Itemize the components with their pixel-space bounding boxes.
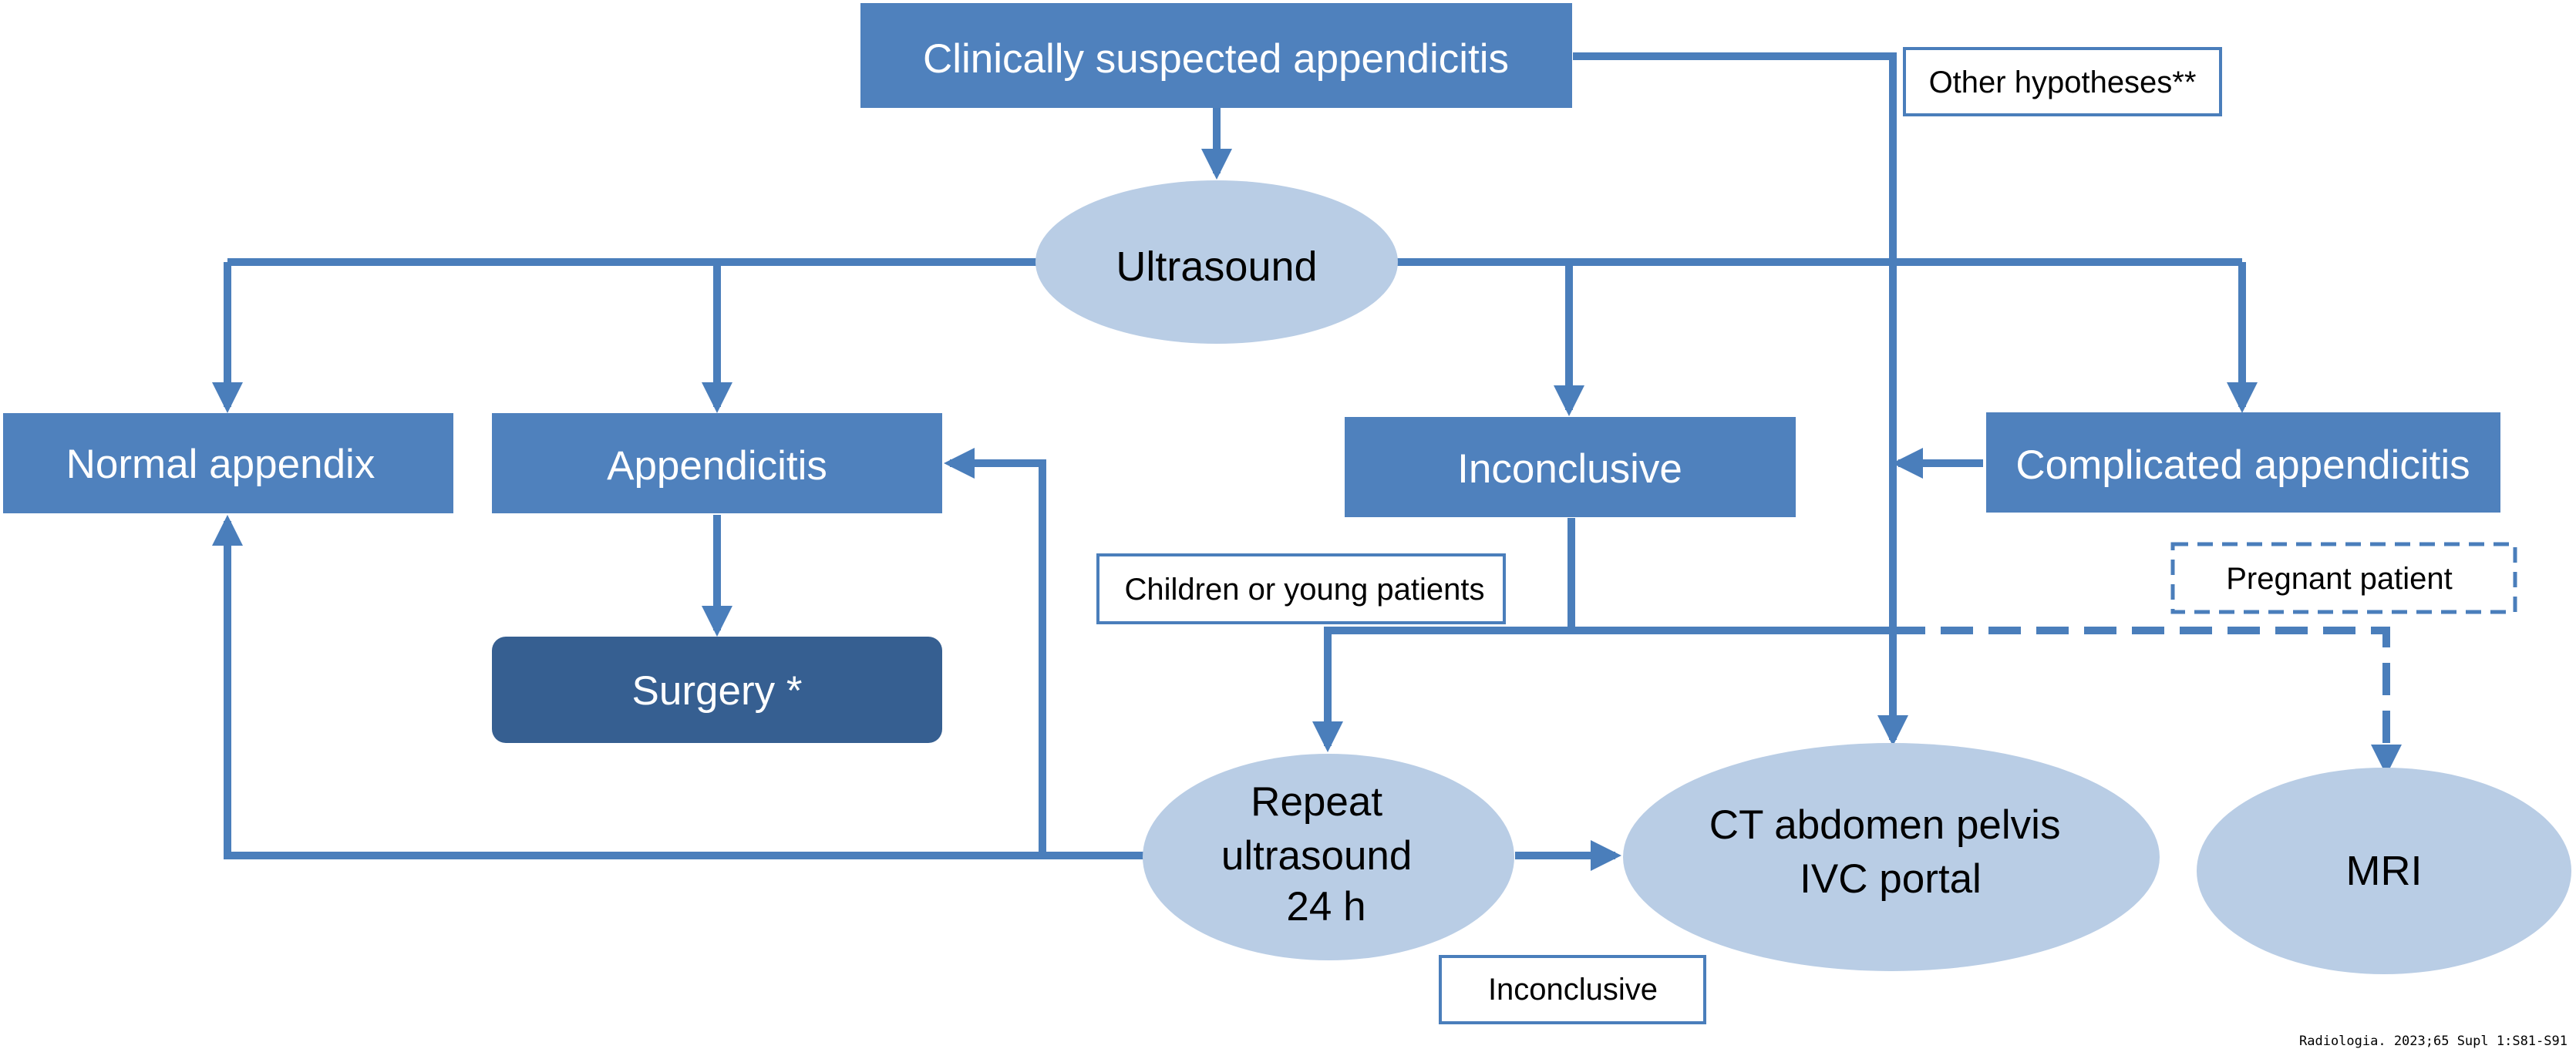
node-mri: MRI bbox=[2197, 768, 2571, 974]
connector-start-to-ct bbox=[1573, 52, 1908, 746]
connector-repeat-to-normal bbox=[212, 515, 1143, 859]
ultrasound-ellipse bbox=[1035, 180, 1398, 344]
inconclusive-box bbox=[1345, 417, 1796, 517]
repeat-ultrasound-ellipse bbox=[1143, 754, 1514, 960]
node-ultrasound: Ultrasound bbox=[1035, 180, 1398, 344]
children-box bbox=[1096, 553, 1506, 624]
inconclusive-repeat-box bbox=[1439, 955, 1706, 1024]
pregnant-text: Pregnant patient bbox=[2226, 562, 2453, 596]
inconclusive-repeat-text: Inconclusive bbox=[1488, 973, 1658, 1007]
repeat-ultrasound-line-2: ultrasound bbox=[1221, 833, 1413, 879]
other-hypotheses-box bbox=[1903, 47, 2222, 116]
node-complicated-appendicitis: Complicated appendicitis bbox=[1986, 412, 2500, 513]
connector-to-repeat-ultrasound bbox=[1312, 627, 1571, 752]
inconclusive-label: Inconclusive bbox=[1457, 446, 1682, 492]
start-label: Clinically suspected appendicitis bbox=[923, 36, 1509, 82]
connectors bbox=[212, 52, 2402, 871]
connector-pregnant-to-mri bbox=[1893, 627, 2402, 775]
repeat-ultrasound-line-1: Repeat bbox=[1251, 779, 1382, 825]
appendicitis-box bbox=[492, 413, 942, 513]
surgery-label: Surgery * bbox=[632, 668, 803, 714]
node-ct: CT abdomen pelvis IVC portal bbox=[1623, 743, 2160, 971]
label-other-hypotheses: Other hypotheses** bbox=[1903, 47, 2222, 116]
surgery-box bbox=[492, 637, 942, 743]
children-text: Children or young patients bbox=[1125, 573, 1485, 607]
connector-repeat-to-appendicitis bbox=[944, 448, 1046, 856]
node-appendicitis: Appendicitis bbox=[492, 413, 942, 513]
node-start: Clinically suspected appendicitis bbox=[860, 3, 1572, 108]
complicated-label: Complicated appendicitis bbox=[2015, 442, 2470, 488]
node-inconclusive: Inconclusive bbox=[1345, 417, 1796, 517]
ct-label: CT abdomen pelvis IVC portal bbox=[1709, 802, 2072, 902]
normal-appendix-label: Normal appendix bbox=[66, 442, 375, 487]
normal-appendix-box bbox=[3, 413, 453, 513]
node-surgery: Surgery * bbox=[492, 637, 942, 743]
ct-line-2: IVC portal bbox=[1800, 856, 1982, 902]
node-repeat-ultrasound: Repeat ultrasound 24 h bbox=[1143, 754, 1514, 960]
other-hypotheses-text: Other hypotheses** bbox=[1929, 66, 2197, 99]
mri-ellipse bbox=[2197, 768, 2571, 974]
label-inconclusive-repeat: Inconclusive bbox=[1439, 955, 1706, 1024]
start-box bbox=[860, 3, 1572, 108]
repeat-ultrasound-line-3: 24 h bbox=[1286, 884, 1365, 930]
appendicitis-label: Appendicitis bbox=[607, 443, 827, 489]
label-pregnant: Pregnant patient bbox=[2170, 542, 2517, 614]
node-normal-appendix: Normal appendix bbox=[3, 413, 453, 513]
citation: Radiologia. 2023;65 Supl 1:S81-S91 bbox=[2299, 1034, 2568, 1049]
repeat-ultrasound-label: Repeat ultrasound 24 h bbox=[1221, 779, 1423, 930]
ct-ellipse bbox=[1623, 743, 2160, 971]
pregnant-box bbox=[2170, 542, 2517, 614]
ct-line-1: CT abdomen pelvis bbox=[1709, 802, 2061, 848]
mri-label: MRI bbox=[2346, 848, 2423, 894]
complicated-box bbox=[1986, 412, 2500, 513]
label-children: Children or young patients bbox=[1096, 553, 1506, 624]
ultrasound-label: Ultrasound bbox=[1116, 244, 1317, 290]
